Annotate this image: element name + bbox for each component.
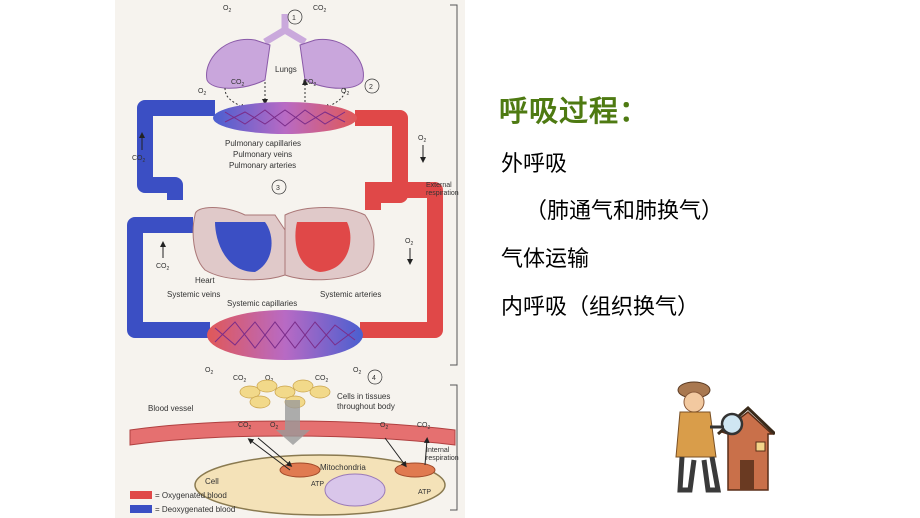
pulmonary-veins-label: Pulmonary veins (233, 150, 292, 159)
gas-arrow (224, 87, 246, 110)
co2-heart-left: CO2 (156, 263, 170, 272)
mitochondrion-left (279, 462, 321, 478)
o2-heart-right: O2 (405, 238, 413, 247)
co2-lungs-left: CO2 (231, 79, 245, 88)
o2-lungs-left: O2 (198, 88, 206, 97)
internal-respiration-item: 内呼吸（组织换气） (501, 295, 700, 320)
pulmonary-capillaries-label: Pulmonary capillaries (225, 139, 301, 148)
magnifying-glass-icon (720, 412, 744, 436)
mitochondrion-right (394, 462, 436, 478)
external-respiration-label-2: respiration (426, 190, 459, 197)
detective-legs (677, 456, 721, 493)
o2-vessel-left: O2 (270, 422, 278, 431)
left-lung (206, 38, 271, 89)
step-4-badge (367, 369, 383, 385)
o2-lungs-right: O2 (341, 88, 349, 97)
throughout-body-label: throughout body (337, 402, 395, 411)
systemic-capillaries-label: Systemic capillaries (227, 299, 297, 308)
systemic-veins-label: Systemic veins (167, 290, 220, 299)
o2-vessel-right: O2 (380, 422, 388, 431)
legend-oxygenated-swatch (130, 491, 152, 499)
respiration-diagram-svg: Lungs O2 CO2 1 CO2 CO2 O2 O2 2 Pulmonary… (127, 4, 459, 516)
step-2-badge (364, 78, 380, 94)
external-respiration-bracket (450, 4, 458, 366)
co2-lungs-right: CO2 (303, 79, 317, 88)
co2-tissue-2: CO2 (315, 375, 329, 384)
internal-respiration-label-1: Internal (426, 447, 450, 454)
co2-vessel-right: CO2 (417, 422, 431, 431)
co2-top-right: CO2 (313, 5, 327, 14)
systemic-arteries-label: Systemic arteries (320, 290, 381, 299)
internal-respiration-bracket (450, 384, 458, 511)
legend-deoxygenated-label: = Deoxygenated blood (155, 505, 235, 514)
step-3-badge (271, 179, 287, 195)
co2-tissue-1: CO2 (233, 375, 247, 384)
co2-vessel-left: CO2 (238, 422, 252, 431)
pulmonary-arteries-label: Pulmonary arteries (229, 161, 296, 170)
external-respiration-item: 外呼吸 (501, 152, 568, 177)
step-4-number: 4 (372, 375, 376, 382)
cell-nucleus (324, 473, 386, 507)
right-ventricle-deoxygenated (215, 222, 272, 272)
pulmonary-artery-vessel (137, 100, 215, 200)
pulmonary-ventilation-item: （肺通气和肺换气） (525, 199, 724, 224)
step-3-number: 3 (276, 185, 280, 192)
o2-into-cell-arrow (257, 437, 293, 467)
atp-label-right: ATP (418, 489, 431, 496)
step-2-number: 2 (369, 84, 373, 91)
right-lung (299, 38, 364, 89)
systemic-artery-vessel (360, 182, 443, 338)
left-ventricle-oxygenated (295, 222, 351, 272)
step-1-badge (287, 9, 303, 25)
capillary-mesh (224, 109, 346, 127)
legend-oxygenated-label: = Oxygenated blood (155, 491, 227, 500)
detective-clipart (675, 381, 775, 493)
blood-vessel-label: Blood vessel (148, 404, 194, 413)
co2-out-cell-arrow (423, 437, 430, 466)
internal-respiration-label-2: respiration (426, 455, 459, 462)
respiration-diagram: Lungs O2 CO2 1 CO2 CO2 O2 O2 2 Pulmonary… (115, 0, 465, 518)
o2-into-cell-arrow (384, 437, 407, 468)
o2-tissue-3: O2 (353, 367, 361, 376)
o2-top-left: O2 (223, 5, 231, 14)
cell-body (194, 454, 446, 516)
step-1-number: 1 (292, 15, 296, 22)
capillary-mesh (214, 321, 356, 349)
lungs-label: Lungs (275, 65, 297, 74)
trachea (263, 14, 307, 46)
external-respiration-label-1: External (426, 182, 452, 189)
capillary-mesh (224, 109, 346, 125)
cell-label: Cell (205, 477, 219, 486)
detective-head (683, 391, 705, 413)
co2-out-cell-arrow (247, 438, 291, 471)
detective-coat (675, 411, 717, 458)
atp-label-left: ATP (311, 481, 324, 488)
slide-heading: 呼吸过程： (499, 94, 650, 128)
house-window (755, 441, 766, 452)
o2-right-side: O2 (418, 135, 426, 144)
o2-tissue-1: O2 (205, 367, 213, 376)
legend-deoxygenated-swatch (130, 505, 152, 513)
co2-left-side: CO2 (132, 155, 146, 164)
mitochondria-label: Mitochondria (320, 463, 366, 472)
systemic-vein-vessel (127, 217, 210, 338)
house-door (740, 460, 754, 490)
cells-in-tissues-label: Cells in tissues (337, 392, 390, 401)
zoom-arrow (276, 400, 310, 445)
heart-label: Heart (195, 276, 215, 285)
gas-transport-item: 气体运输 (501, 247, 590, 272)
pulmonary-capillary-bed (213, 102, 357, 134)
